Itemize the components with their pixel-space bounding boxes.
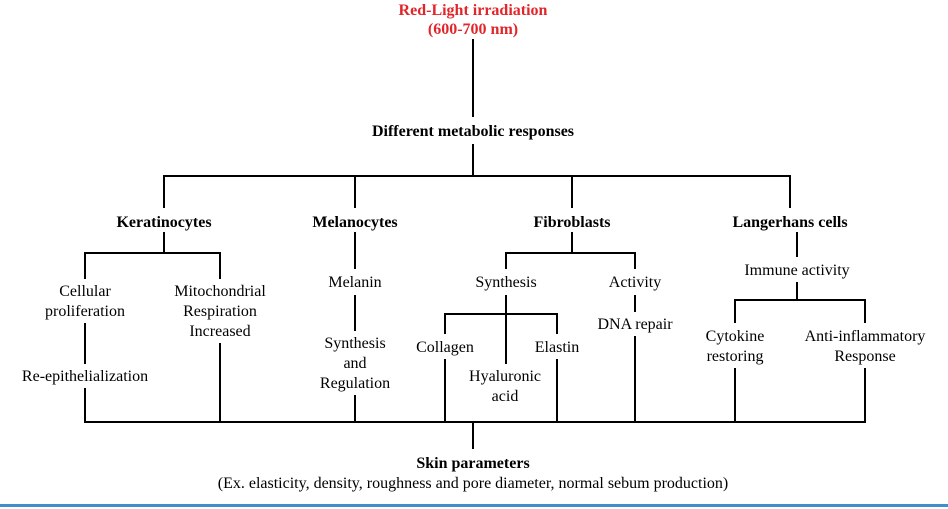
langerhans-label: Langerhans cells <box>732 214 848 231</box>
cellular-line2: proliferation <box>45 303 125 320</box>
immune-activity: Immune activity <box>744 262 850 279</box>
source-title: Red-Light irradiation <box>398 2 548 19</box>
outcome-examples: (Ex. elasticity, density, roughness and … <box>217 475 729 492</box>
melanocytes-label: Melanocytes <box>312 214 398 231</box>
fibroblasts-label: Fibroblasts <box>533 214 611 231</box>
melanin: Melanin <box>328 274 382 291</box>
mitochondrial-line1: Mitochondrial <box>174 283 266 300</box>
bottom-rule <box>0 504 948 507</box>
cytokine-line2: restoring <box>706 348 764 365</box>
hyaluronic-line2: acid <box>491 388 519 405</box>
elastin: Elastin <box>534 339 580 356</box>
outcome-title: Skin parameters <box>416 455 530 472</box>
anti-inflammatory-line1: Anti-inflammatory <box>804 328 926 345</box>
cytokine-line1: Cytokine <box>705 328 765 345</box>
activity: Activity <box>608 274 662 291</box>
collagen: Collagen <box>416 339 474 356</box>
re-epithelialization: Re-epithelialization <box>21 368 149 385</box>
keratinocytes-label: Keratinocytes <box>116 214 212 231</box>
mitochondrial-line3: Increased <box>189 323 251 340</box>
mitochondrial-line2: Respiration <box>183 303 257 320</box>
source-range: (600-700 nm) <box>427 21 519 38</box>
cellular-line1: Cellular <box>59 283 111 300</box>
anti-inflammatory-line2: Response <box>834 348 896 365</box>
melanin-synthesis-line2: and <box>343 355 367 372</box>
hyaluronic-line1: Hyaluronic <box>469 368 541 385</box>
response-title: Different metabolic responses <box>371 123 575 140</box>
dna-repair: DNA repair <box>597 316 673 333</box>
melanin-synthesis-line1: Synthesis <box>324 335 386 352</box>
synthesis: Synthesis <box>475 274 537 291</box>
melanin-synthesis-line3: Regulation <box>319 375 391 392</box>
